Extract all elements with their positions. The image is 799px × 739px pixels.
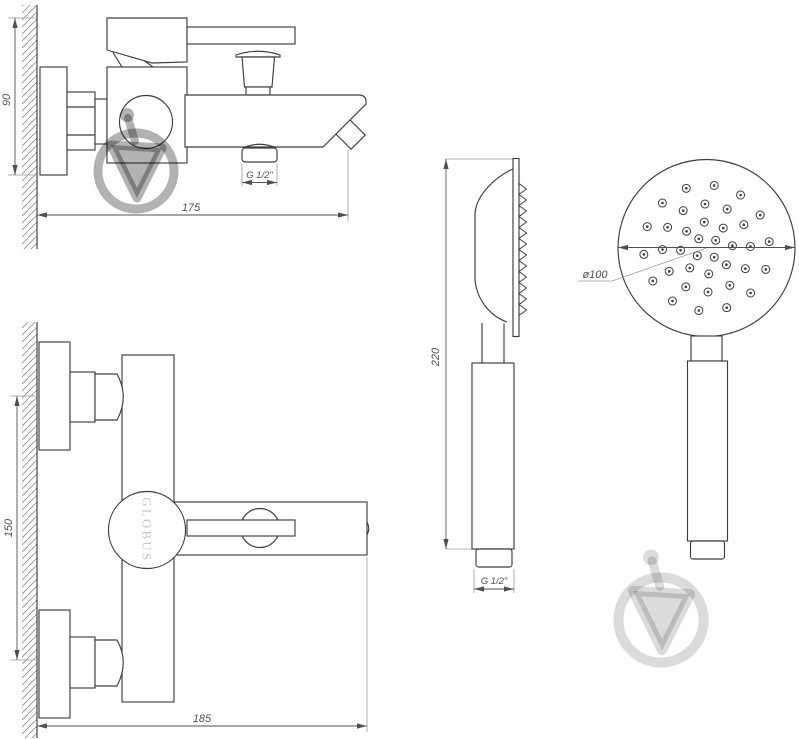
shower-thread-dimension: G 1/2" xyxy=(473,569,515,593)
nozzle-dot-center xyxy=(728,284,732,287)
nozzle-dot-center xyxy=(767,240,771,243)
nozzle-dot-center xyxy=(749,291,752,295)
nozzle-dot-center xyxy=(725,207,729,211)
nozzle-dot-center xyxy=(697,309,701,312)
nozzle-dot-center xyxy=(758,213,762,217)
nozzle-dot-center xyxy=(666,226,669,229)
nozzle-dot-center xyxy=(712,184,716,187)
outlet-nut xyxy=(241,147,278,163)
thread-label: G 1/2" xyxy=(246,170,273,181)
dimension-label: 90 xyxy=(1,93,13,106)
diverter-stem xyxy=(245,86,271,96)
nozzle-dot-center xyxy=(651,279,655,283)
globus-shower-watermark-icon xyxy=(618,549,703,662)
dimension-label: 185 xyxy=(193,713,212,725)
nozzle-dot-center xyxy=(667,270,671,273)
nozzle-dot-center xyxy=(645,225,649,228)
nozzle-dot-center xyxy=(721,226,725,230)
leader-line xyxy=(611,247,707,282)
spout xyxy=(184,94,367,148)
nozzle-dot-center xyxy=(764,268,768,271)
nozzle-dot-center xyxy=(661,201,664,205)
nozzle-dot-center xyxy=(725,306,729,309)
nozzle-dot-center xyxy=(642,253,646,256)
nozzle-dot-center xyxy=(742,223,746,226)
wall-hatching xyxy=(22,5,37,249)
nozzle-dots xyxy=(639,180,774,316)
shower-head-profile xyxy=(474,168,514,323)
height-dimension: 90 xyxy=(1,17,38,176)
dimension-label: 150 xyxy=(3,518,15,537)
mixer-side-view: 90 G 1/2" xyxy=(1,5,367,249)
connection-centers-dimension: 150 xyxy=(3,396,20,660)
handle-lever xyxy=(186,26,296,45)
outlet-thread-dimension: G 1/2" xyxy=(241,164,278,186)
handle-neck-edge xyxy=(112,52,123,68)
length-dimension: 175 xyxy=(37,150,349,221)
brand-badge-circle xyxy=(107,490,187,570)
nozzle-dot-center xyxy=(725,263,728,267)
shower-grip-front xyxy=(686,360,729,542)
hand-shower-front-view: ø100 xyxy=(578,158,796,560)
body-adapter xyxy=(94,98,108,145)
handle-lever-front xyxy=(186,519,296,537)
mixer-front-view: 150 GLOBUS 185 xyxy=(3,322,370,738)
nozzle-teeth-profile xyxy=(518,183,527,316)
shower-cap-front xyxy=(689,540,726,560)
nozzle-dot-center xyxy=(706,290,710,294)
head-diameter-dimension: ø100 xyxy=(578,244,795,282)
brand-logo-text: GLOBUS xyxy=(140,497,154,562)
hand-shower-side-view: 220 G 1/2" xyxy=(430,157,527,593)
nozzle-dot-center xyxy=(684,285,688,289)
nozzle-dot-center xyxy=(744,267,747,270)
dimension-label: 175 xyxy=(182,202,201,214)
nozzle-dot-center xyxy=(703,202,707,206)
lower-eccentric xyxy=(94,639,124,687)
nozzle-dot-center xyxy=(661,248,664,251)
nozzle-dot-center xyxy=(679,248,682,252)
nozzle-dot-center xyxy=(714,238,717,242)
outlet-nut-dome xyxy=(242,143,277,149)
nozzle-dot-center xyxy=(731,244,734,248)
nozzle-dot-center xyxy=(671,299,674,303)
shower-neck-front xyxy=(690,335,723,362)
dimension-label: ø100 xyxy=(582,269,608,281)
lower-nut xyxy=(69,636,96,689)
nozzle-dot-center xyxy=(712,255,716,259)
dimension-label: 220 xyxy=(430,347,442,367)
eccentric-nuts xyxy=(66,91,96,151)
nozzle-dot-center xyxy=(688,266,692,270)
nozzle-dot-center xyxy=(739,193,742,197)
thread-label: G 1/2" xyxy=(481,576,508,587)
width-dimension: 185 xyxy=(37,557,368,732)
upper-nut xyxy=(69,371,96,423)
upper-escutcheon xyxy=(38,341,71,451)
nozzle-dot-center xyxy=(685,229,688,233)
shower-grip xyxy=(471,362,515,550)
lower-escutcheon xyxy=(38,609,71,719)
mixer-handle-body xyxy=(106,17,188,64)
spout-outlet-arc xyxy=(366,521,370,536)
nozzle-dot-center xyxy=(684,187,688,190)
diverter-cup xyxy=(241,56,276,88)
shower-length-dimension: 220 xyxy=(430,158,513,550)
upper-eccentric xyxy=(94,373,124,421)
nozzle-dot-center xyxy=(696,254,699,258)
nozzle-dot-center xyxy=(707,272,711,276)
nozzle-dot-center xyxy=(697,237,701,241)
handle-neck-edge xyxy=(143,60,154,68)
shower-thread-cap xyxy=(475,548,513,568)
spray-face-plate xyxy=(512,157,520,338)
diverter-cap xyxy=(235,50,281,58)
wall-hatching xyxy=(22,322,37,738)
nozzle-dot-center xyxy=(702,220,706,224)
wall-plate xyxy=(39,66,68,176)
nozzle-dot-center xyxy=(681,209,685,212)
